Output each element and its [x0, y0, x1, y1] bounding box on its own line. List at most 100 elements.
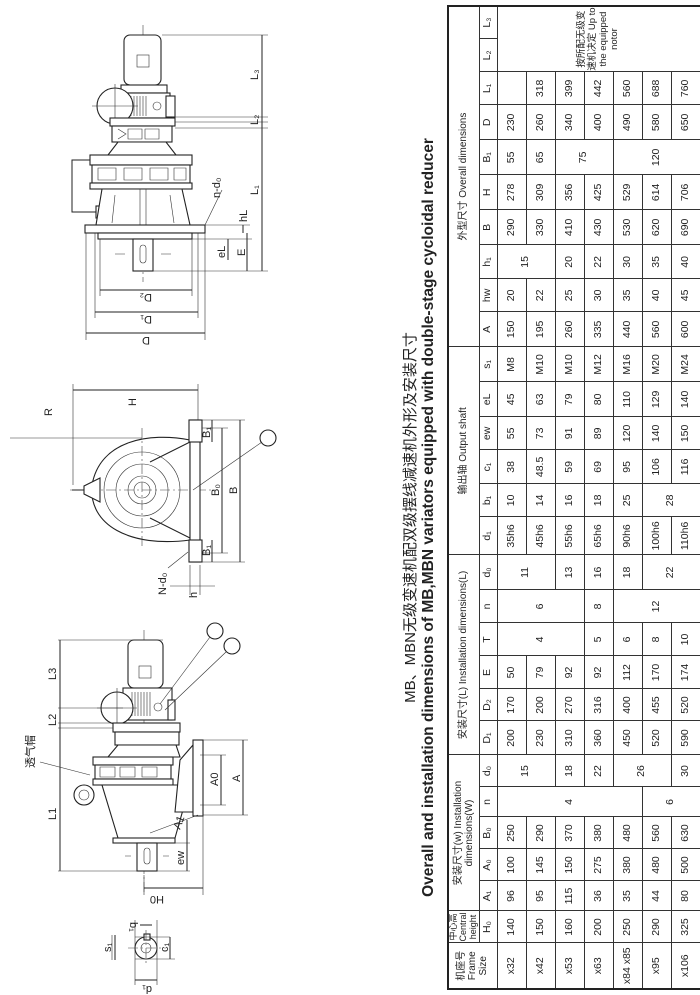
table-cell: 65h6 [584, 516, 614, 555]
side-view-drawing: H R B₁ B₀ B B₁ N-d₀ h [10, 384, 277, 598]
table-cell: 120 [613, 139, 700, 175]
column-header: d₀ [479, 554, 498, 590]
page-title-english: Overall and installation dimensions of M… [420, 138, 437, 897]
table-cell: 614 [642, 174, 672, 210]
column-header: h₁ [479, 244, 498, 279]
table-cell: 38 [497, 449, 527, 484]
horizontal-view-drawing: A0 A A1 L3 L2 L1 ew H0 透气帽 [23, 622, 248, 905]
table-cell: 按所配无级变速机决定 Up to the equipped notor [497, 5, 700, 72]
table-cell: 325 [671, 911, 700, 943]
table-cell: 480 [613, 817, 643, 849]
table-cell: 150 [497, 311, 527, 347]
table-cell: M10 [526, 346, 556, 382]
column-header: H₀ [479, 911, 498, 943]
table-cell: 260 [526, 104, 556, 140]
frame-size-cell: x32 [497, 943, 527, 989]
table-cell: 250 [613, 911, 643, 943]
dim-label-L3: L3 [47, 668, 59, 680]
table-cell: 95 [526, 881, 556, 911]
table-cell: M8 [497, 346, 527, 382]
table-cell: 89 [584, 416, 614, 450]
table-cell: 380 [584, 817, 614, 849]
table-cell: 45 [497, 381, 527, 417]
dim-label-A1: A1 [172, 814, 188, 831]
table-cell: 160 [555, 911, 585, 943]
table-cell: 500 [671, 849, 700, 881]
oil-level-symbol-icon [206, 622, 224, 640]
table-cell: 115 [555, 881, 585, 911]
table-cell: 4 [497, 787, 643, 817]
table-cell: 120 [613, 416, 643, 450]
frame-size-cell: x95 [642, 943, 672, 989]
dim-label-L2: L₂ [249, 115, 261, 125]
table-cell: 106 [642, 449, 672, 484]
table-cell: 12 [613, 589, 700, 623]
table-cell: 170 [497, 688, 527, 721]
table-cell: 650 [671, 104, 700, 140]
table-cell: 55h6 [555, 516, 585, 555]
dim-label-b1: b₁ [127, 922, 139, 932]
table-cell: 36 [584, 881, 614, 911]
table-cell: 15 [497, 754, 556, 787]
table-cell: 316 [584, 688, 614, 721]
header-installation-l: 安装尺寸(L) Installation dimensions(L) [448, 554, 480, 755]
table-cell: 430 [584, 209, 614, 245]
table-cell: 275 [584, 849, 614, 881]
table-cell: 69 [584, 449, 614, 484]
table-cell: 45h6 [526, 516, 556, 555]
breather-cap-label: 透气帽 [23, 735, 37, 768]
table-cell: 760 [671, 71, 700, 105]
table-cell: M24 [671, 346, 700, 382]
table-cell: 399 [555, 71, 585, 105]
table-cell: 4 [497, 622, 585, 656]
table-cell: 92 [555, 655, 585, 689]
column-header: A [479, 311, 498, 347]
table-cell: 6 [613, 622, 643, 656]
table-cell: 620 [642, 209, 672, 245]
column-header: L₂ [479, 38, 498, 72]
table-cell: 270 [555, 688, 585, 721]
dim-label-d1: d₁ [142, 983, 152, 995]
page-title-chinese: MB、MBN无级变速机配双级摆线减速机外形及安装尺寸 [402, 332, 419, 703]
table-cell: 174 [671, 655, 700, 689]
shaft-section-drawing: s₁ b₁ c₁ d₁ [102, 920, 175, 995]
table-cell: 8 [584, 589, 614, 623]
column-header: b₁ [479, 483, 498, 517]
table-cell: 80 [671, 881, 700, 911]
table-cell: 22 [584, 754, 614, 787]
dim-label-B1-bottom: B₁ [201, 545, 213, 556]
table-cell: 75 [555, 139, 614, 175]
column-header: hw [479, 278, 498, 312]
column-header: s₁ [479, 346, 498, 382]
header-installation-w: 安装尺寸(w) Installation dimensions(W) [448, 754, 480, 911]
dim-label-B1-top: B₁ [201, 427, 213, 438]
frame-size-cell: x53 [555, 943, 585, 989]
table-cell: 48.5 [526, 449, 556, 484]
table-cell: 560 [642, 817, 672, 849]
table-cell: 8 [642, 622, 672, 656]
header-output-shaft: 输出轴 Output shaft [448, 346, 480, 555]
table-cell: 690 [671, 209, 700, 245]
dim-label-ew: ew [175, 851, 187, 865]
column-header: L₁ [479, 71, 498, 105]
table-cell: 6 [642, 787, 700, 817]
column-header: A₁ [479, 881, 498, 911]
front-view-drawing: L₃ L₂ L₁ hL E eL n-d₀ D₂ D₁ D [71, 25, 268, 346]
table-cell: 22 [526, 278, 556, 312]
table-cell: 560 [613, 71, 643, 105]
table-cell: 630 [671, 817, 700, 849]
table-cell: 590 [671, 720, 700, 755]
dim-label-E: E [236, 249, 248, 256]
table-cell: 30 [671, 754, 700, 787]
table-cell: 30 [584, 278, 614, 312]
table-cell: 92 [584, 655, 614, 689]
table-cell: 140 [671, 381, 700, 417]
table-cell: 11 [497, 554, 556, 590]
table-cell: 455 [642, 688, 672, 721]
dim-label-N-d0: N-d₀ [157, 573, 169, 595]
table-cell: 20 [497, 278, 527, 312]
column-header: n [479, 787, 498, 817]
column-header: D [479, 104, 498, 140]
